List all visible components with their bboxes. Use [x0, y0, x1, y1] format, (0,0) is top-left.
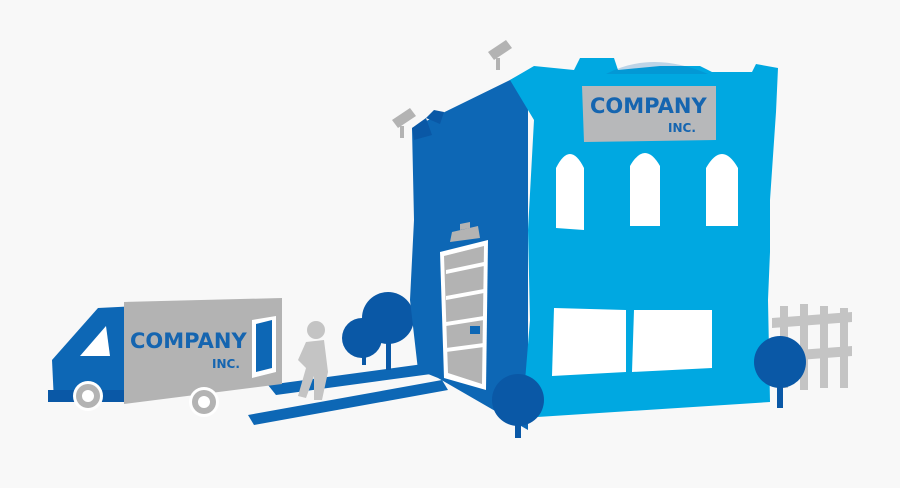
ground-path-lines	[248, 362, 448, 425]
storefront-windows	[552, 308, 712, 376]
arched-windows	[556, 153, 738, 230]
door-handle[interactable]	[470, 326, 480, 334]
arched-window-right	[706, 154, 738, 226]
security-camera-icon	[392, 40, 512, 138]
arched-window-center	[630, 153, 660, 226]
truck-sign-line2: INC.	[212, 357, 240, 371]
storefront-window-right	[632, 310, 712, 372]
building-sign-line2: INC.	[668, 121, 696, 135]
delivery-truck: COMPANY INC.	[48, 298, 282, 417]
truck-wheel-rear	[189, 387, 219, 417]
building-sign: COMPANY INC.	[582, 86, 716, 142]
truck-cargo-box	[124, 298, 282, 404]
building-sign-line1: COMPANY	[590, 94, 707, 118]
door-awning-icon	[450, 222, 480, 242]
arched-window-left	[556, 154, 584, 230]
truck-cab-window	[80, 326, 110, 356]
side-door[interactable]	[440, 240, 488, 390]
bushes	[342, 292, 414, 370]
person-figure	[298, 321, 328, 400]
storefront-window-left	[552, 308, 626, 376]
truck-sign-line1: COMPANY	[130, 329, 247, 353]
truck-wheel-front	[73, 381, 103, 411]
tree-front-left	[492, 374, 544, 438]
tree-front-right	[754, 336, 806, 408]
